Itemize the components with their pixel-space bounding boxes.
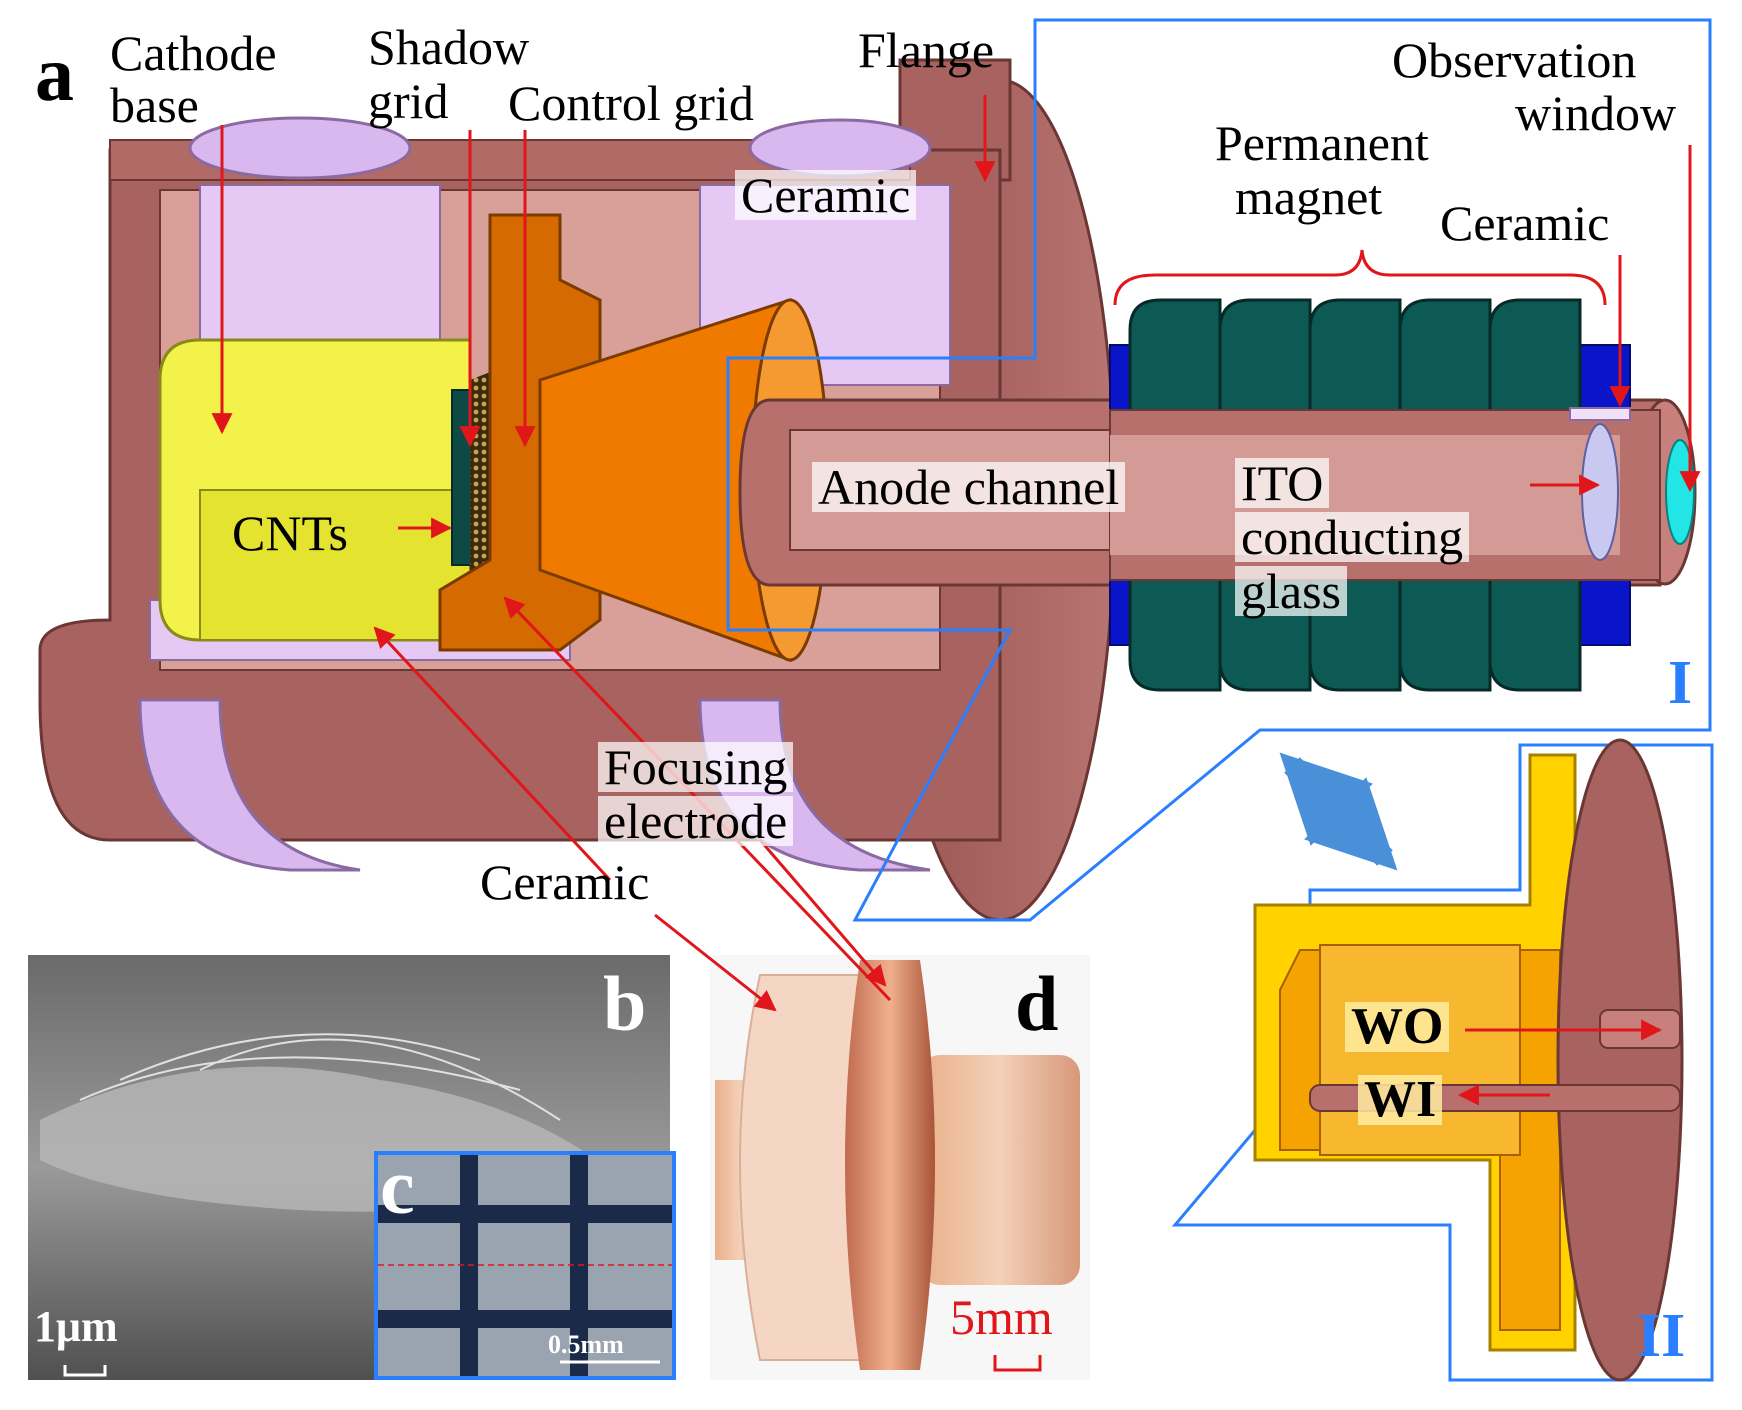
- label-ito-line2: conducting: [1235, 512, 1470, 562]
- label-ceramic-bottom: Ceramic: [480, 854, 650, 910]
- label-ceramic-top: Ceramic: [735, 170, 917, 220]
- ceramic-ring-top-left: [188, 116, 412, 180]
- label-ceramic-right: Ceramic: [1440, 195, 1610, 251]
- label-control-grid: Control grid: [508, 75, 754, 131]
- scale-bar-d-label: 5mm: [950, 1289, 1053, 1345]
- panel-label-d: d: [1015, 960, 1059, 1047]
- label-ito-line3: glass: [1235, 566, 1347, 616]
- label-permanent-magnet-line2: magnet: [1235, 169, 1383, 225]
- label-observation-window-line1: Observation: [1392, 32, 1637, 88]
- label-permanent-magnet-line1: Permanent: [1215, 115, 1429, 171]
- label-wo: WO: [1345, 1001, 1450, 1053]
- ito-glass: [1581, 423, 1619, 561]
- label-shadow-grid-line1: Shadow: [368, 19, 530, 75]
- label-cathode-base-line1: Cathode: [110, 25, 277, 81]
- panel-label-c: c: [380, 1143, 415, 1230]
- label-anode-channel: Anode channel: [812, 462, 1126, 512]
- inset-link-arrow: [1279, 752, 1398, 871]
- grid-bar-h1: [378, 1205, 672, 1223]
- label-inset-II: II: [1637, 1302, 1686, 1370]
- photo-copper-ring: [845, 960, 935, 1370]
- label-ito-line1: ITO: [1235, 458, 1330, 508]
- ceramic-small-ring: [1569, 407, 1631, 421]
- label-focusing-line2: electrode: [598, 796, 794, 846]
- label-inset-I: I: [1668, 649, 1693, 717]
- inset-II: [1171, 738, 1714, 1382]
- inset-I-outline: [726, 18, 1712, 922]
- label-observation-window-line2: window: [1515, 85, 1677, 141]
- scale-bar-b-tick: [63, 1365, 107, 1377]
- label-focusing-line1: Focusing: [598, 742, 794, 792]
- panel-d-photo: [710, 955, 1090, 1380]
- cathode-base-face: [199, 489, 471, 641]
- label-flange: Flange: [858, 22, 995, 78]
- inset-II-flange: [1556, 738, 1684, 1382]
- scale-bar-b-label: 1μm: [34, 1302, 118, 1351]
- arrow-ceramic-bottom: [373, 626, 612, 882]
- photo-copper-tube: [920, 1055, 1080, 1285]
- label-shadow-grid-line2: grid: [368, 73, 449, 129]
- ceramic-spacer-left: [199, 184, 441, 346]
- panel-label-a: a: [35, 30, 74, 117]
- brace-permanent-magnet: [1113, 249, 1607, 306]
- arrow-ceramic-to-photo: [654, 913, 777, 1012]
- label-cnts: CNTs: [232, 505, 348, 561]
- grid-bar-h2: [378, 1310, 672, 1328]
- scale-bar-c-label: 0.5mm: [548, 1330, 624, 1359]
- sem-cnt-fibres: [79, 1033, 561, 1121]
- arrow-focusing-to-photo: [758, 839, 887, 987]
- scale-bar-d-tick: [993, 1355, 1042, 1372]
- panel-label-b: b: [603, 960, 647, 1047]
- label-wi: WI: [1358, 1074, 1443, 1126]
- inset-II-outline: [1171, 743, 1714, 1382]
- label-cathode-base-line2: base: [110, 77, 199, 133]
- ceramic-ring-bottom-left: [138, 698, 361, 872]
- panel-c-grid-image: [374, 1151, 676, 1380]
